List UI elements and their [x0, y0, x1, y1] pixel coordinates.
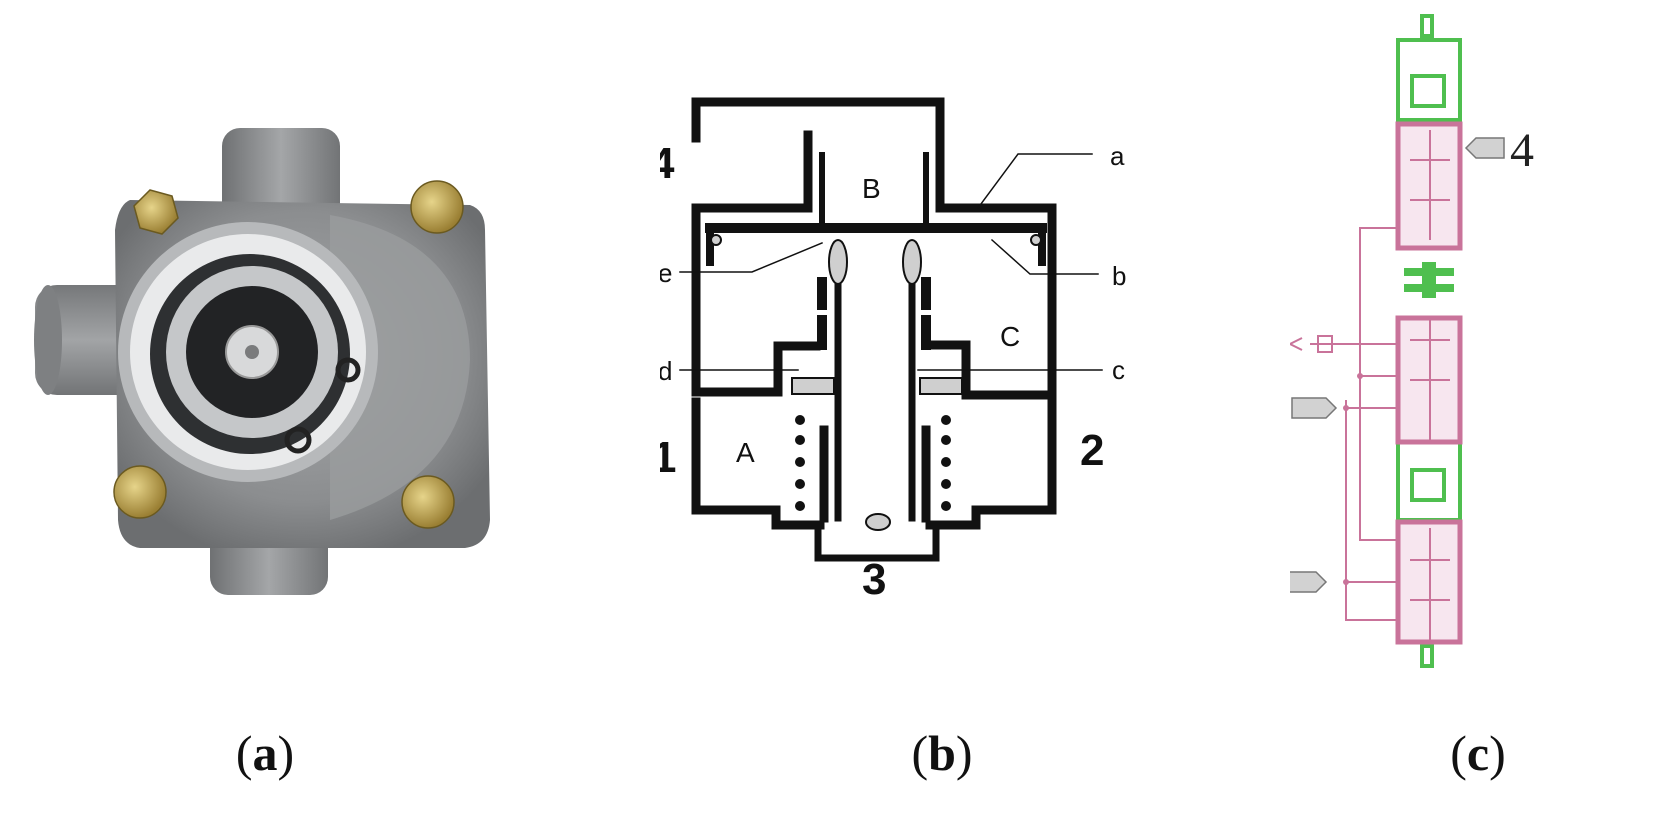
seal-plate-left [710, 234, 722, 246]
seal-e-left [828, 239, 848, 285]
bottom-port-cap [1420, 644, 1434, 668]
middle-spring-block [1396, 438, 1462, 522]
outer-housing-right [691, 97, 1057, 409]
top-port-cap [1420, 14, 1434, 38]
part-label-d: d [660, 356, 672, 386]
bolt-top-left-icon [133, 189, 179, 235]
chamber-label-C: C [1000, 321, 1020, 352]
bolt-top-right-icon [410, 180, 464, 234]
lower-housing-left [691, 397, 825, 530]
seal-d-right [919, 377, 963, 395]
bolt-bottom-right-icon [401, 475, 455, 529]
caption-c: (c) [1450, 725, 1506, 781]
relay-valve-photo [34, 128, 490, 595]
port-label-3: 3 [862, 555, 886, 604]
relay-valve-section-diagram: 4 1 2 3 B A C a b c d e [660, 97, 1126, 604]
exhaust-seal [865, 513, 891, 531]
housing-bulge [330, 215, 470, 520]
pilot-line [1359, 227, 1400, 541]
caption-a: (a) [235, 725, 295, 781]
part-label-e: e [660, 258, 672, 288]
middle-spring-inner [1410, 468, 1446, 502]
exhaust-chamber [814, 524, 940, 562]
caption-b: (b) [911, 725, 973, 781]
port-4-source-icon [1464, 137, 1505, 159]
chamber-label-A: A [736, 437, 755, 468]
supply-branch [1345, 400, 1398, 621]
port-label-4: 4 [660, 139, 675, 188]
green-mass-element [1404, 262, 1454, 298]
port-3-exhaust-icon [1290, 335, 1333, 353]
section-diagram-panel: 4 1 2 3 B A C a b c d e [660, 0, 1220, 815]
return-spring-right [941, 415, 951, 511]
leader-b [990, 238, 1099, 275]
cap-screw-hole-lower [284, 426, 312, 454]
port-label-2: 2 [1080, 426, 1104, 475]
return-spring-left [795, 415, 805, 511]
valve-photo-panel [0, 0, 540, 815]
upper-spring-inner [1410, 74, 1446, 108]
chamber-label-B: B [862, 173, 881, 204]
caption-a-letter: a [252, 725, 278, 781]
part-label-b: b [1112, 261, 1126, 291]
left-port-opening [34, 285, 62, 395]
upper-housing-left [691, 130, 813, 213]
part-label-a: a [1110, 141, 1125, 171]
caption-c-letter: c [1466, 725, 1490, 781]
upper-spring-block [1396, 38, 1462, 122]
cap-screw-hole-right [335, 357, 361, 383]
leader-a [976, 153, 1093, 210]
relay-valve-simulation-model: 4 3 2 1 [1290, 14, 1534, 668]
port-2-source-icon [1291, 397, 1338, 419]
seal-plate-right [1030, 234, 1042, 246]
bolt-bottom-left-icon [113, 465, 167, 519]
simulation-model-panel: 4 3 2 1 [1290, 0, 1668, 815]
leader-e [679, 242, 823, 273]
caption-b-letter: b [928, 725, 956, 781]
port-label-1: 1 [660, 433, 676, 482]
part-label-c: c [1112, 355, 1125, 385]
port-1-source-icon [1290, 571, 1328, 593]
lower-housing-right [925, 409, 1057, 530]
seal-d-left [791, 377, 835, 395]
port-label-4: 4 [1510, 124, 1534, 177]
valve-piston-hole [245, 345, 259, 359]
seal-e-right [902, 239, 922, 285]
inner-wall-left [691, 203, 821, 397]
